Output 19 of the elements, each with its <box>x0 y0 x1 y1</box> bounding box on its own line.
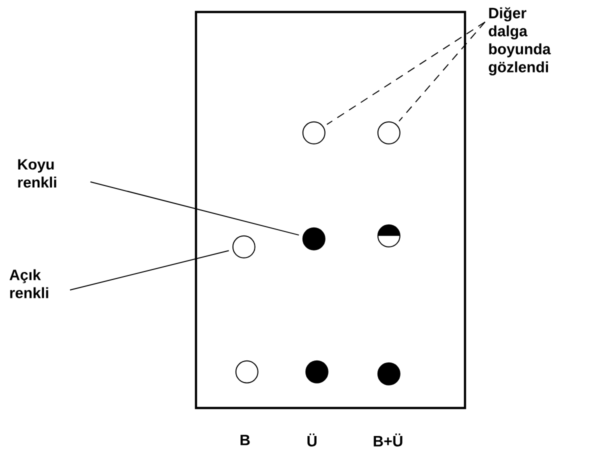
callout-text: Açık renkli <box>10 269 48 298</box>
light-spot <box>377 121 400 144</box>
leader-line <box>90 181 300 236</box>
dark-spot <box>302 227 326 250</box>
plate-drawing <box>194 10 466 410</box>
leader-line <box>326 22 486 125</box>
leader-line <box>398 22 486 122</box>
light-spot <box>235 360 258 384</box>
column-label: B+Ü <box>374 434 402 446</box>
column-label: Ü <box>307 434 316 446</box>
light-spot <box>302 121 326 144</box>
dark-spot <box>305 360 328 384</box>
callout-text: Diğer dalga boyunda gözlendi <box>488 7 551 76</box>
column-label: B <box>240 434 250 446</box>
half-dark-spot <box>377 224 400 248</box>
leader-line <box>70 250 230 290</box>
light-spot <box>232 235 256 258</box>
dark-spot <box>377 362 400 386</box>
callout-text: Koyu renkli <box>18 159 56 188</box>
